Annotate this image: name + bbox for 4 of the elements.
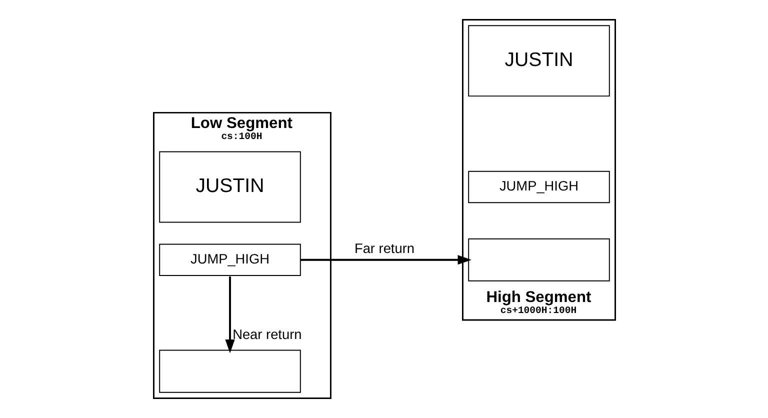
node-label: cs+1000H:100H [500, 305, 576, 316]
edge-label: Far return [354, 241, 414, 256]
edge-label: Near return [232, 326, 302, 342]
node-label: cs:100H [220, 131, 262, 142]
